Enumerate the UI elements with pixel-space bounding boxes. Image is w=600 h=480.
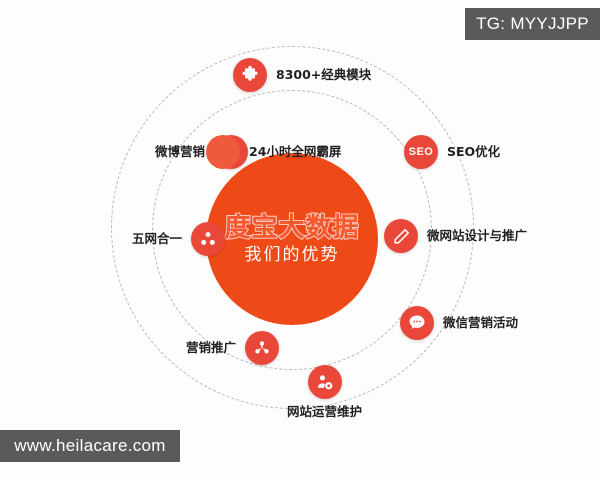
chat-bubble-icon [400,306,434,340]
user-gear-icon [307,365,342,399]
node-seo[interactable]: SEO SEO优化 [404,135,500,169]
node-fivenet[interactable]: 五网合一 [132,222,226,256]
node-screen-domination[interactable]: 24小时全网霸屏 [206,135,341,169]
node-promo[interactable]: 营销推广 [186,331,280,365]
center-subtitle: 我们的优势 [244,244,340,265]
node-label: 五网合一 [132,230,183,246]
puzzle-icon [233,58,267,92]
node-label: 网站运营维护 [287,404,363,419]
outer-orbit-ring [111,46,474,409]
solid-dot-icon [206,135,240,169]
cluster-icon [191,222,226,256]
node-label: 24小时全网霸屏 [249,143,342,159]
node-modules[interactable]: 8300+经典模块 [233,58,371,92]
center-title: 度宝大数据 [223,212,360,243]
node-ops[interactable]: 网站运营维护 [287,365,362,419]
node-label: 微博营销 [155,143,206,159]
center-disc: 度宝大数据 我们的优势 [206,153,378,325]
node-label: 营销推广 [186,339,237,355]
seo-icon-text: SEO [408,146,434,158]
node-label: SEO优化 [447,143,501,159]
share-nodes-icon [245,331,280,365]
inner-orbit-ring [152,90,432,370]
node-wechat[interactable]: 微信营销活动 [400,306,518,340]
pencil-icon [384,219,418,253]
telegram-watermark: TG: MYYJJPP [465,8,600,40]
node-microsite[interactable]: 微网站设计与推广 [384,219,527,253]
website-watermark: www.heilacare.com [0,430,180,462]
seo-icon: SEO [404,135,438,169]
node-label: 微网站设计与推广 [427,227,528,243]
node-label: 微信营销活动 [443,314,519,330]
node-label: 8300+经典模块 [276,66,372,82]
